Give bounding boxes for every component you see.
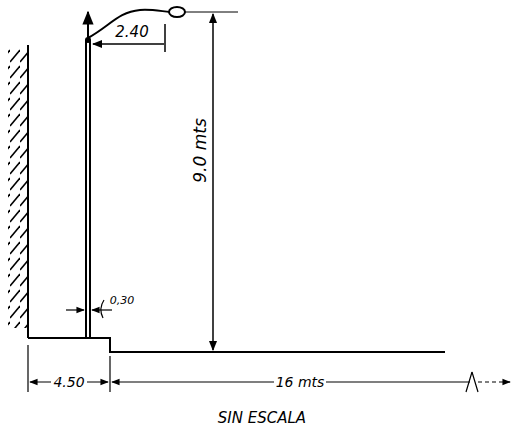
extension-line [185,12,238,13]
ground-line [28,338,445,352]
extension-line [164,24,166,52]
break-symbol [466,372,478,392]
pole [89,40,91,338]
dimension-line [92,309,112,310]
lamp [169,7,185,17]
dimension-text: 0,30 [108,295,137,306]
wall-line [27,45,29,338]
extension-line [109,356,110,392]
pole [85,40,87,338]
extension-line [27,345,28,392]
leader-line [101,300,104,318]
dimension-text: 4.50 [51,375,86,389]
dimension-text: 16 mts [274,375,327,389]
dimension-text: 9.0 mts [192,116,209,185]
wall-hatch [8,48,28,328]
dimension-text: 2.40 [113,25,150,40]
dimension-line [93,43,164,45]
note-text: SIN ESCALA [216,411,308,426]
dimension-line [478,381,510,382]
dimension-line [66,309,84,310]
pole-tip [87,12,89,40]
dimension-line [212,14,214,350]
